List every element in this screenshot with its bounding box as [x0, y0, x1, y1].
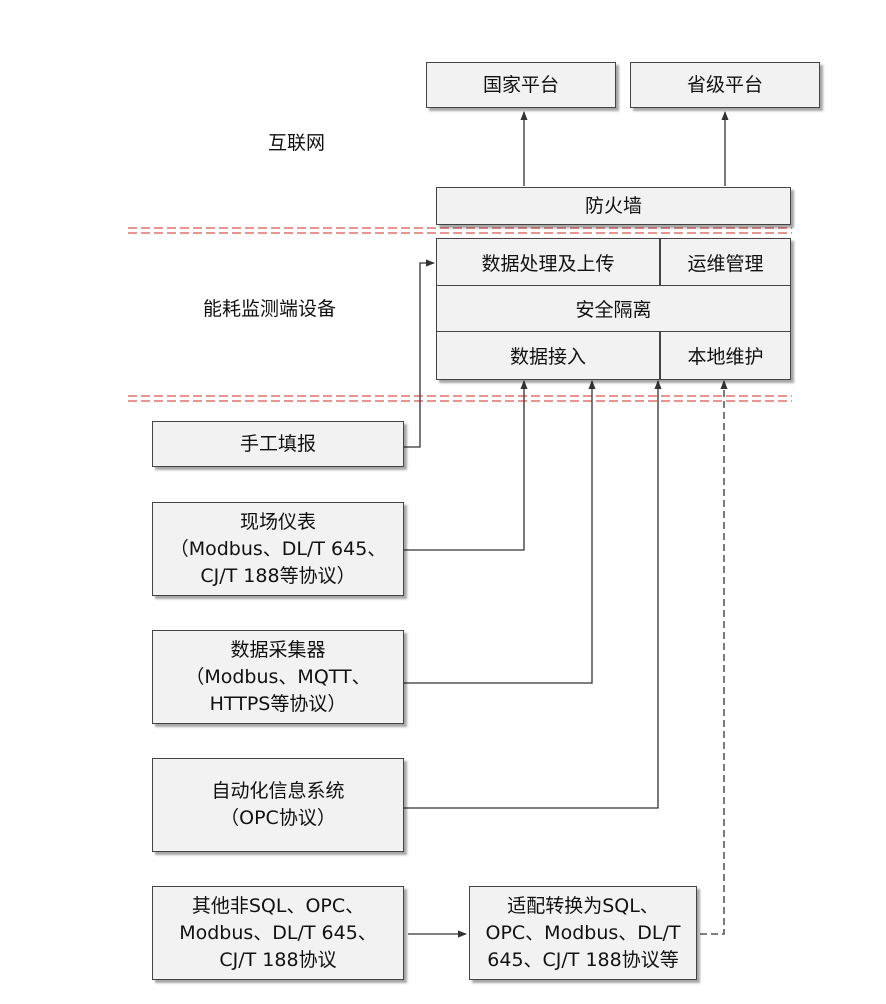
data-access-cell: 数据接入 — [436, 331, 660, 380]
field-meter-line-3: CJ/T 188等协议） — [200, 564, 356, 587]
arrow-meter-to-access — [404, 380, 528, 551]
other-protocol-box: 其他非SQL、OPC、 Modbus、DL/T 645、 CJ/T 188协议 — [152, 886, 404, 980]
automation-system-line-1: 自动化信息系统 — [211, 780, 345, 802]
national-platform-box: 国家平台 — [426, 62, 616, 108]
field-meter-line-1: 现场仪表 — [239, 510, 316, 533]
data-collector-line-2: （Modbus、MQTT、 — [185, 665, 371, 688]
automation-system-box: 自动化信息系统 （OPC协议） — [152, 758, 404, 852]
ops-management-cell: 运维管理 — [660, 238, 791, 286]
protocol-adapter-line-1: 适配转换为SQL、 — [507, 894, 659, 917]
field-meter-line-2: （Modbus、DL/T 645、 — [169, 537, 387, 560]
field-meter-box: 现场仪表 （Modbus、DL/T 645、 CJ/T 188等协议） — [152, 502, 404, 596]
arrow-collector-to-access — [404, 380, 596, 684]
device-module-group: 数据处理及上传 运维管理 安全隔离 数据接入 本地维护 — [436, 238, 791, 380]
provincial-platform-box: 省级平台 — [630, 62, 820, 108]
protocol-adapter-box: 适配转换为SQL、 OPC、Modbus、DL/T 645、CJ/T 188协议… — [469, 886, 697, 980]
zone-boundary-top — [128, 227, 792, 234]
zone-label-device: 能耗监测端设备 — [203, 298, 337, 320]
arrow-manual-to-processing — [404, 259, 435, 448]
protocol-adapter-line-3: 645、CJ/T 188协议等 — [487, 948, 679, 971]
firewall-box: 防火墙 — [436, 187, 791, 225]
automation-system-line-2: （OPC协议） — [220, 807, 336, 829]
protocol-adapter-line-2: OPC、Modbus、DL/T — [485, 921, 681, 944]
zone-label-internet: 互联网 — [268, 132, 326, 154]
other-protocol-line-3: CJ/T 188协议 — [219, 948, 337, 971]
data-collector-box: 数据采集器 （Modbus、MQTT、 HTTPS等协议） — [152, 630, 404, 724]
local-maintenance-cell: 本地维护 — [660, 331, 791, 380]
security-isolation-cell: 安全隔离 — [436, 285, 791, 332]
manual-input-box: 手工填报 — [152, 421, 404, 467]
data-collector-line-1: 数据采集器 — [230, 638, 326, 661]
zone-boundary-bottom — [128, 395, 792, 402]
other-protocol-line-2: Modbus、DL/T 645、 — [179, 921, 377, 944]
data-processing-cell: 数据处理及上传 — [436, 238, 660, 286]
other-protocol-line-1: 其他非SQL、OPC、 — [191, 894, 365, 917]
arrow-adapter-to-local-maintenance — [700, 380, 728, 935]
data-collector-line-3: HTTPS等协议） — [209, 692, 347, 715]
arrow-automation-to-access — [404, 380, 662, 809]
